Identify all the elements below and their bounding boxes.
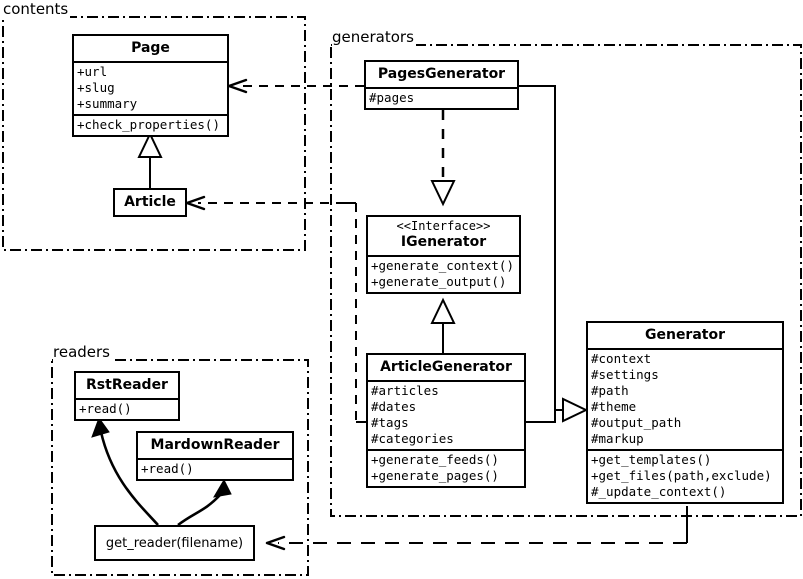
operation-item: +generate_pages(): [371, 468, 499, 483]
class-operations-mardown-reader: +read(): [138, 458, 292, 479]
connector-getreader-returns-rstreader: [91, 416, 159, 526]
operation-item: +read(): [79, 401, 132, 416]
connector-article-extends-page: [137, 131, 163, 188]
class-box-igenerator[interactable]: <<Interface>> IGenerator +generate_conte…: [366, 215, 521, 294]
class-box-pages-generator[interactable]: PagesGenerator #pages: [364, 60, 519, 110]
package-frame-generators: [330, 44, 802, 517]
attribute-item: #context: [591, 351, 652, 366]
class-operations-generator: +get_templates() +get_files(path,exclude…: [588, 449, 782, 502]
attribute-item: +summary: [77, 96, 138, 111]
class-box-rst-reader[interactable]: RstReader +read(): [74, 371, 180, 421]
attribute-item: +slug: [77, 80, 115, 95]
attribute-item: #output_path: [591, 415, 682, 430]
class-name-rst-reader: RstReader: [86, 377, 168, 393]
class-box-generator[interactable]: Generator #context #settings #path #them…: [586, 321, 784, 504]
connector-pagesgenerator-realizes-igenerator: [430, 110, 456, 207]
connector-getreader-returns-mardownreader: [177, 478, 232, 527]
operation-item: +generate_context(): [371, 258, 514, 273]
attribute-item: #path: [591, 383, 629, 398]
class-name-pages-generator: PagesGenerator: [377, 66, 506, 82]
package-frame-readers: [51, 359, 309, 576]
connector-pagesgenerator-uses-page: [227, 78, 364, 94]
operation-item: +generate_output(): [371, 274, 507, 289]
package-label-readers: readers: [53, 343, 112, 361]
class-stereotype-igenerator: <<Interface>>: [396, 219, 491, 233]
class-name-article-generator: ArticleGenerator: [380, 359, 512, 375]
class-operations-article-generator: +generate_feeds() +generate_pages(): [368, 449, 524, 486]
class-operations-rst-reader: +read(): [76, 398, 178, 419]
package-label-contents: contents: [3, 0, 71, 18]
attribute-item: #tags: [371, 415, 409, 430]
attribute-item: +url: [77, 64, 108, 79]
operation-item: +get_files(path,exclude): [591, 468, 772, 483]
class-attributes-generator: #context #settings #path #theme #output_…: [588, 348, 782, 449]
class-name-igenerator: <<Interface>> IGenerator: [368, 217, 519, 255]
class-box-page[interactable]: Page +url +slug +summary +check_properti…: [72, 34, 229, 137]
operation-item: +check_properties(): [77, 117, 220, 132]
class-name-mardown-reader: MardownReader: [150, 437, 280, 453]
attribute-item: #articles: [371, 383, 439, 398]
connector-articlegenerator-extends-igenerator: [430, 297, 456, 353]
class-name-generator: Generator: [644, 327, 725, 343]
attribute-item: #pages: [369, 90, 415, 105]
function-box-label: get_reader(filename): [105, 535, 244, 551]
class-operations-igenerator: +generate_context() +generate_output(): [368, 255, 519, 292]
class-box-mardown-reader[interactable]: MardownReader +read(): [136, 431, 294, 481]
operation-item: #_update_context(): [591, 484, 727, 499]
operation-item: +get_templates(): [591, 452, 712, 467]
operation-item: +read(): [141, 461, 194, 476]
operation-item: +generate_feeds(): [371, 452, 499, 467]
connector-generator-uses-getreader: [265, 506, 688, 551]
class-box-article[interactable]: Article: [113, 188, 187, 217]
class-attributes-pages-generator: #pages: [366, 87, 517, 108]
attribute-item: #markup: [591, 431, 644, 446]
function-box-get-reader[interactable]: get_reader(filename): [94, 525, 255, 561]
class-name-page: Page: [131, 40, 170, 56]
class-attributes-page: +url +slug +summary: [74, 61, 227, 114]
class-attributes-article-generator: #articles #dates #tags #categories: [368, 380, 524, 449]
class-box-article-generator[interactable]: ArticleGenerator #articles #dates #tags …: [366, 353, 526, 488]
attribute-item: #dates: [371, 399, 417, 414]
package-label-generators: generators: [332, 28, 416, 46]
attribute-item: #categories: [371, 431, 454, 446]
class-name-text-igenerator: IGenerator: [400, 234, 487, 250]
class-operations-page: +check_properties(): [74, 114, 227, 135]
connector-generators-extend-generator: [519, 85, 589, 423]
attribute-item: #theme: [591, 399, 637, 414]
package-frame-contents: [2, 16, 306, 251]
class-name-article: Article: [124, 194, 176, 210]
connector-articlegenerator-uses-article: [185, 195, 366, 423]
attribute-item: #settings: [591, 367, 659, 382]
